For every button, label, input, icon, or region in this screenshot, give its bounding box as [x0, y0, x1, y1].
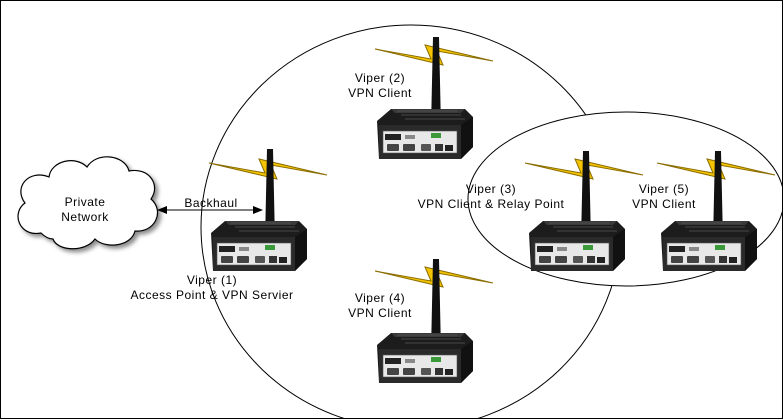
cloud-label-line1: Private: [64, 195, 106, 209]
backhaul-label: Backhaul: [184, 196, 238, 210]
backhaul-arrow: [157, 206, 263, 214]
radio-5: [656, 151, 776, 272]
radio-5-label: Viper (5) VPN Client: [632, 182, 696, 211]
radio-1-label: Viper (1) Access Point & VPN Servier: [130, 273, 294, 302]
cloud-icon: [17, 156, 158, 250]
radio-2: [374, 37, 494, 160]
radio-2-label: Viper (2) VPN Client: [348, 71, 412, 100]
radio-1: [208, 149, 328, 272]
cloud-label-line2: Network: [61, 210, 109, 224]
radio-4: [374, 259, 494, 384]
radio-3: [524, 151, 644, 272]
radio-3-label: Viper (3) VPN Client & Relay Point: [417, 182, 565, 211]
cloud-label: Private Network: [49, 195, 121, 225]
radio-4-label: Viper (4) VPN Client: [348, 291, 412, 320]
